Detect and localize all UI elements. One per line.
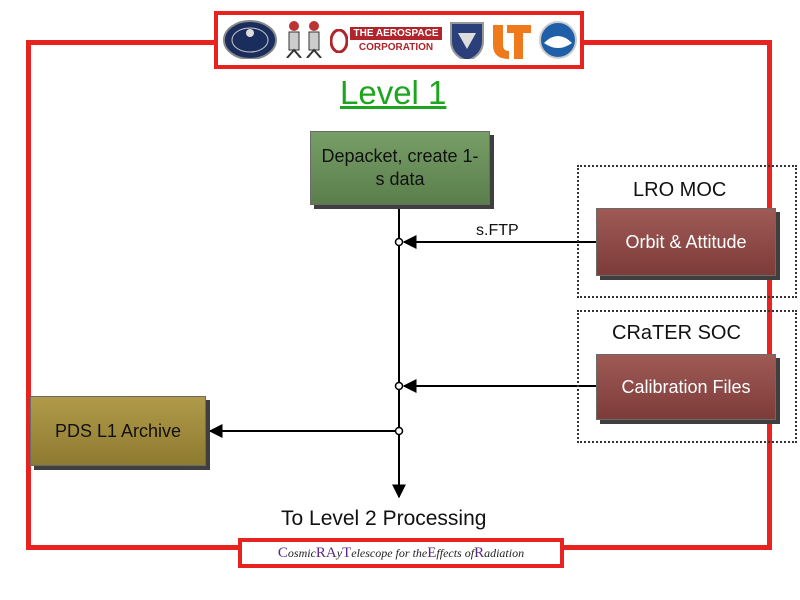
- aerospace-mark-icon: [330, 29, 348, 53]
- depacket-node: Depacket, create 1-s data: [310, 131, 490, 205]
- air-force-shield-logo: [450, 22, 484, 59]
- logo-banner: THE AEROSPACE CORPORATION: [214, 11, 584, 69]
- sftp-label: s.FTP: [476, 222, 519, 239]
- lro-moc-label: LRO MOC: [633, 179, 727, 201]
- footer-t: Telescope for the: [342, 544, 428, 561]
- mascot-logo: [286, 21, 322, 58]
- output-label: To Level 2 Processing: [281, 507, 487, 530]
- lro-moc-group: LRO MOC: [577, 165, 797, 298]
- crater-soc-label: CRaTER SOC: [612, 322, 741, 344]
- footer-r: Radiation: [474, 544, 525, 561]
- footer-acronym: Cosmic RAy Telescope for the Effects of …: [238, 538, 564, 568]
- crater-seal-logo: [223, 20, 277, 59]
- aerospace-line2: CORPORATION: [358, 42, 434, 53]
- university-of-texas-logo: [493, 25, 531, 59]
- orbit-attitude-label: Orbit & Attitude: [625, 231, 747, 252]
- depacket-label: Depacket, create 1-s data: [321, 146, 479, 189]
- junction-archive: [394, 426, 404, 436]
- junction-calibration: [394, 381, 404, 391]
- pds-archive-node: PDS L1 Archive: [30, 396, 206, 466]
- pds-archive-label: PDS L1 Archive: [54, 420, 182, 441]
- aerospace-logo: THE AEROSPACE CORPORATION: [330, 27, 442, 55]
- aerospace-line1: THE AEROSPACE: [350, 27, 442, 40]
- orbit-attitude-node: Orbit & Attitude: [596, 208, 776, 276]
- noaa-logo: [539, 21, 577, 59]
- diagram-title: Level 1: [340, 74, 447, 111]
- footer-ra: RAy: [315, 544, 343, 561]
- footer-e: Effects of: [427, 544, 475, 561]
- calibration-files-label: Calibration Files: [621, 376, 751, 397]
- junction-sftp: [394, 237, 404, 247]
- calibration-files-node: Calibration Files: [596, 354, 776, 420]
- footer-c: Cosmic: [277, 544, 316, 561]
- crater-soc-group: CRaTER SOC: [577, 310, 797, 443]
